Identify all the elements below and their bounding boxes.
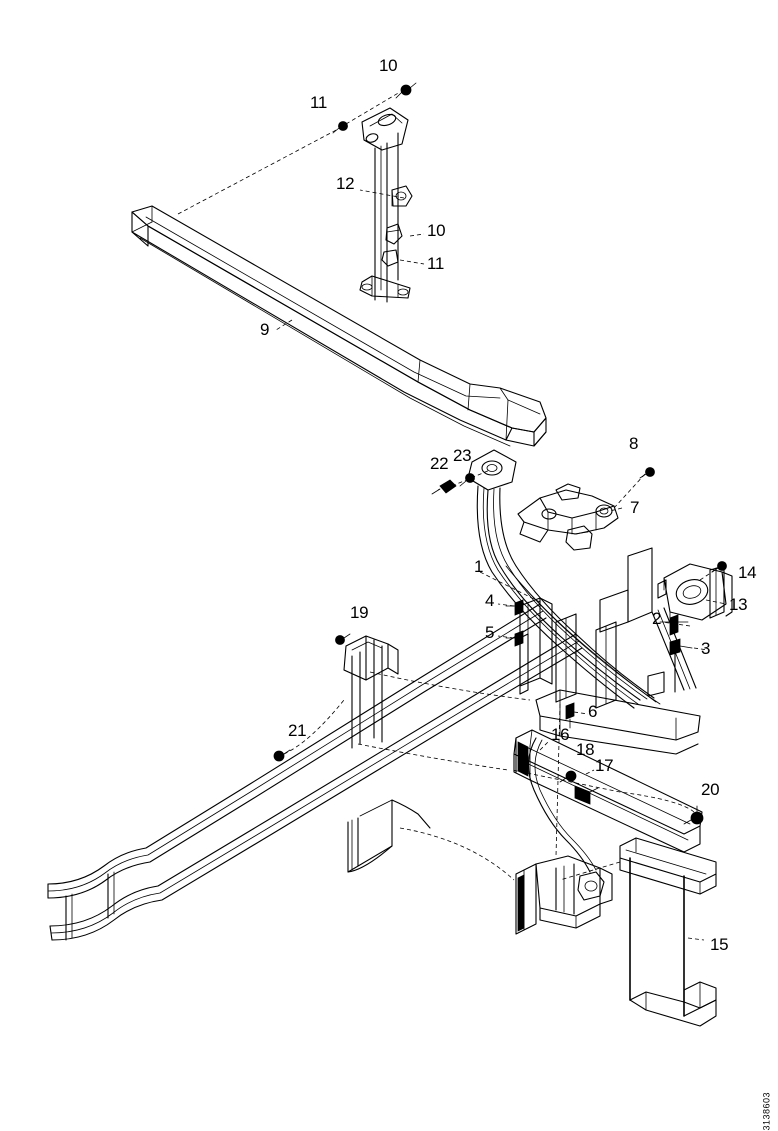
callout-7: 7 bbox=[630, 498, 640, 517]
callout-11-upper: 11 bbox=[310, 93, 328, 112]
leader-20 bbox=[511, 769, 695, 813]
leader-3 bbox=[693, 647, 709, 651]
leader-15 bbox=[687, 937, 705, 941]
part-16-rear-crossmember bbox=[513, 729, 703, 873]
leader-22 bbox=[437, 485, 447, 491]
callout-13: 13 bbox=[729, 595, 748, 614]
leader-17 bbox=[585, 769, 595, 775]
part-12-support-post bbox=[359, 107, 413, 303]
part-19-bracket bbox=[343, 635, 399, 749]
callout-3: 3 bbox=[701, 639, 711, 658]
leader-12 bbox=[359, 189, 405, 199]
leader-13 bbox=[705, 599, 727, 605]
part-2-rear-tower bbox=[535, 547, 701, 755]
leader-7 bbox=[609, 507, 623, 512]
part-17-fastener bbox=[574, 785, 599, 805]
part-lower-housing bbox=[515, 855, 613, 935]
callout-9: 9 bbox=[260, 320, 270, 339]
part-main-chassis-rails bbox=[47, 603, 583, 941]
callout-15: 15 bbox=[710, 935, 729, 954]
part-9-upper-frame-rail bbox=[131, 205, 547, 447]
part-11-fastener-upper bbox=[332, 121, 348, 134]
callout-2: 2 bbox=[652, 609, 662, 628]
leader-10b bbox=[409, 233, 425, 237]
part-15-mounting-panel bbox=[619, 837, 717, 1027]
callout-17: 17 bbox=[595, 756, 614, 775]
callout-5: 5 bbox=[485, 623, 495, 642]
leader-6 bbox=[573, 711, 589, 715]
callout-20: 20 bbox=[701, 780, 720, 799]
leader-14 bbox=[699, 567, 719, 581]
leader-19-to-frame bbox=[369, 671, 531, 701]
leader-8 bbox=[613, 473, 646, 509]
leader-cross-housing bbox=[399, 827, 515, 881]
callout-12: 12 bbox=[336, 174, 355, 193]
leader-15-panel bbox=[559, 861, 621, 881]
callout-8: 8 bbox=[629, 434, 639, 453]
leader-4 bbox=[497, 603, 515, 607]
part-5-upright bbox=[519, 633, 529, 695]
part-23-fastener bbox=[459, 473, 475, 487]
leader-post-to-10 bbox=[345, 91, 401, 125]
drawing-id-watermark: 3138603 bbox=[762, 1092, 772, 1131]
callout-10-lower: 10 bbox=[427, 221, 446, 240]
technical-line-art: .ln { fill:none; stroke:#000; stroke-wid… bbox=[47, 82, 733, 1027]
part-10-fastener-upper bbox=[395, 82, 417, 99]
callout-21: 21 bbox=[288, 721, 307, 740]
leader-21 bbox=[283, 699, 345, 755]
callout-10-upper: 10 bbox=[379, 56, 398, 75]
callout-4: 4 bbox=[485, 591, 495, 610]
leader-frame-rear bbox=[357, 743, 509, 771]
callout-14: 14 bbox=[738, 563, 757, 582]
part-2-fastener bbox=[659, 614, 689, 636]
callout-6: 6 bbox=[588, 702, 598, 721]
callout-22: 22 bbox=[430, 454, 449, 473]
callout-23: 23 bbox=[453, 446, 472, 465]
part-3-fastener bbox=[669, 638, 693, 693]
part-6-fastener bbox=[565, 702, 575, 729]
leader-5 bbox=[497, 635, 515, 639]
callout-1: 1 bbox=[474, 557, 484, 576]
parts-diagram: .ln { fill:none; stroke:#000; stroke-wid… bbox=[47, 56, 772, 1131]
part-20-fastener bbox=[683, 805, 704, 825]
callout-18: 18 bbox=[576, 740, 595, 759]
part-7-mount-bracket bbox=[517, 483, 619, 551]
leader-2 bbox=[661, 621, 691, 627]
leader-16 bbox=[539, 741, 549, 751]
callout-19: 19 bbox=[350, 603, 369, 622]
part-14-fastener bbox=[711, 561, 727, 573]
part-21-fastener bbox=[273, 749, 291, 762]
leader-tower-housing bbox=[555, 703, 561, 857]
leader-9 bbox=[275, 319, 293, 331]
callout-16: 16 bbox=[551, 725, 570, 744]
leader-9-to-post bbox=[177, 127, 341, 215]
callout-11-lower: 11 bbox=[427, 254, 445, 273]
part-19-fastener bbox=[335, 633, 351, 645]
